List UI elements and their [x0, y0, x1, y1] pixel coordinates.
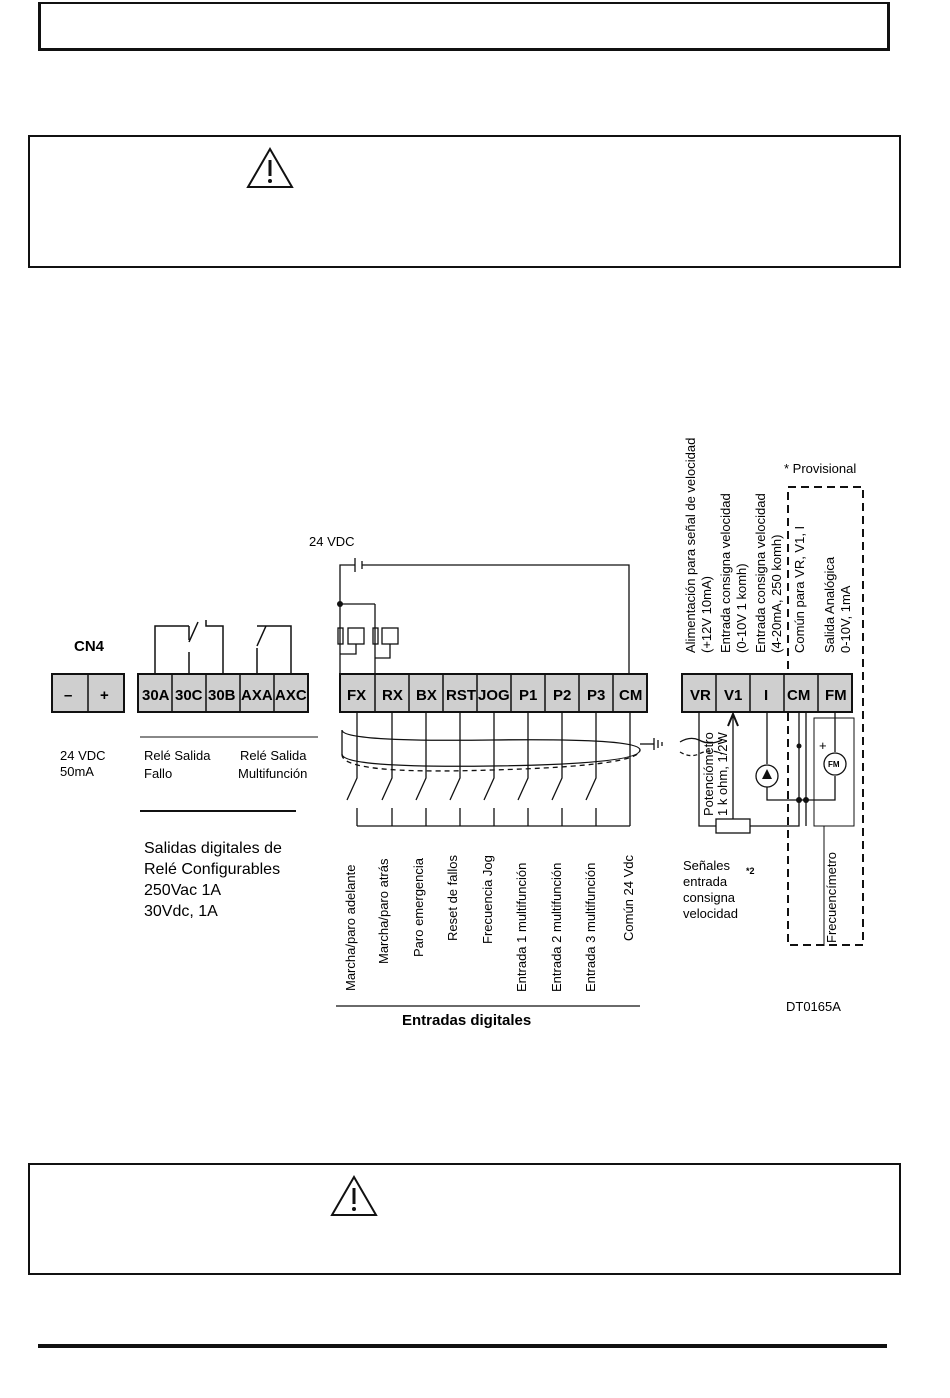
digital-terminal-p2: P2	[553, 687, 571, 704]
cn4-terminal-block	[51, 673, 125, 713]
analog-top-label-i-2: (4-20mA, 250 komh)	[769, 535, 784, 654]
analog-top-label-v1-1: Entrada consigna velocidad	[718, 493, 733, 653]
wiring-diagram: CN4 – + 24 VDC 50mA 30A 30C 30B AXA AXC …	[51, 438, 864, 1029]
relay-outputs-line4: 30Vdc, 1A	[144, 903, 218, 920]
warning-triangle-icon	[246, 147, 294, 188]
signals-caption-line3: consigna	[683, 890, 736, 905]
provisional-note: * Provisional	[784, 461, 856, 476]
analog-top-label-cm-1: Común para VR, V1, I	[792, 526, 807, 653]
relay-terminal-axc: AXC	[275, 687, 307, 704]
cn4-caption-line2: 50mA	[60, 764, 94, 779]
signals-note: *2	[746, 866, 755, 876]
relay-terminal-30c: 30C	[175, 687, 203, 704]
signals-caption-line1: Señales	[683, 858, 730, 873]
analog-terminal-vr: VR	[690, 687, 711, 704]
relay-fault-caption-line2: Fallo	[144, 766, 172, 781]
function-label-p1: Entrada 1 multifunción	[514, 863, 529, 992]
supply-junction-dot	[337, 601, 343, 607]
analog-top-label-vr-1: Alimentación para señal de velocidad	[683, 438, 698, 653]
digital-terminal-jog: JOG	[478, 687, 510, 704]
header-box	[38, 2, 890, 51]
shielded-cable	[341, 729, 663, 772]
function-label-bx: Paro emergencia	[411, 857, 426, 957]
current-source-arrow	[762, 769, 772, 779]
cn4-caption-line1: 24 VDC	[60, 748, 106, 763]
analog-junction-dot-1	[796, 797, 802, 803]
analog-terminal-fm: FM	[825, 687, 847, 704]
digital-terminal-fx: FX	[347, 687, 366, 704]
relay-multi-caption-line2: Multifunción	[238, 766, 307, 781]
analog-terminal-i: I	[764, 687, 768, 704]
relay-terminal-30a: 30A	[142, 687, 170, 704]
analog-top-label-fm-2: 0-10V, 1mA	[838, 585, 853, 653]
function-label-jog: Frecuencia Jog	[480, 855, 495, 944]
analog-wiring	[698, 711, 855, 834]
cn4-terminal-minus: –	[64, 687, 72, 704]
digital-terminal-block	[339, 673, 648, 713]
digital-terminal-p1: P1	[519, 687, 537, 704]
function-label-p3: Entrada 3 multifunción	[583, 863, 598, 992]
warning-triangle-icon	[330, 1175, 378, 1216]
potentiometer-label-2: 1 k ohm, 1/2W	[715, 731, 730, 816]
analog-top-label-fm-1: Salida Analógica	[822, 556, 837, 653]
footer-rule	[38, 1344, 887, 1348]
analog-junction-dot-2	[803, 797, 809, 803]
potentiometer-label-1: Potenciómetro	[701, 732, 716, 816]
digital-supply-label: 24 VDC	[309, 534, 355, 549]
analog-shield	[679, 737, 723, 757]
digital-terminal-p3: P3	[587, 687, 605, 704]
function-label-rx: Marcha/paro atrás	[376, 858, 391, 964]
signals-caption-line2: entrada	[683, 874, 728, 889]
analog-terminal-v1: V1	[724, 687, 742, 704]
digital-input-switches	[346, 712, 631, 827]
function-label-fx: Marcha/paro adelante	[343, 865, 358, 991]
relay-terminal-30b: 30B	[208, 687, 236, 704]
relay-terminal-axa: AXA	[241, 687, 273, 704]
function-label-p2: Entrada 2 multifunción	[549, 863, 564, 992]
figure-code: DT0165A	[786, 999, 841, 1014]
digital-supply-wiring	[337, 558, 630, 694]
fm-meter-plus: +	[819, 738, 827, 753]
relay-outputs-line1: Salidas digitales de	[144, 840, 282, 857]
function-label-cm: Común 24 Vdc	[621, 855, 636, 941]
cn4-title: CN4	[74, 638, 105, 655]
function-label-rst: Reset de fallos	[445, 855, 460, 941]
digital-terminal-bx: BX	[416, 687, 437, 704]
warning-box-bottom	[28, 1163, 901, 1275]
relay-contacts	[154, 620, 292, 674]
warning-box-top	[28, 135, 901, 268]
analog-top-label-v1-2: (0-10V 1 komh)	[734, 563, 749, 653]
digital-terminal-rst: RST	[446, 687, 476, 704]
relay-outputs-line2: Relé Configurables	[144, 861, 280, 878]
meter-label: Frecuencímetro	[824, 852, 839, 943]
fm-meter-symbol: FM	[828, 760, 840, 769]
digital-terminal-rx: RX	[382, 687, 403, 704]
analog-top-label-vr-2: (+12V 10mA)	[699, 576, 714, 653]
digital-terminal-cm: CM	[619, 687, 642, 704]
analog-junction-dot-3	[796, 743, 802, 749]
analog-terminal-cm: CM	[787, 687, 810, 704]
analog-top-label-i-1: Entrada consigna velocidad	[753, 493, 768, 653]
provisional-dashed-box	[787, 486, 864, 946]
relay-outputs-line3: 250Vac 1A	[144, 882, 221, 899]
cn4-terminal-plus: +	[100, 687, 109, 704]
relay-multi-caption-line1: Relé Salida	[240, 748, 307, 763]
signals-caption-line4: velocidad	[683, 906, 738, 921]
relay-fault-caption-line1: Relé Salida	[144, 748, 211, 763]
digital-group-title: Entradas digitales	[402, 1012, 531, 1029]
